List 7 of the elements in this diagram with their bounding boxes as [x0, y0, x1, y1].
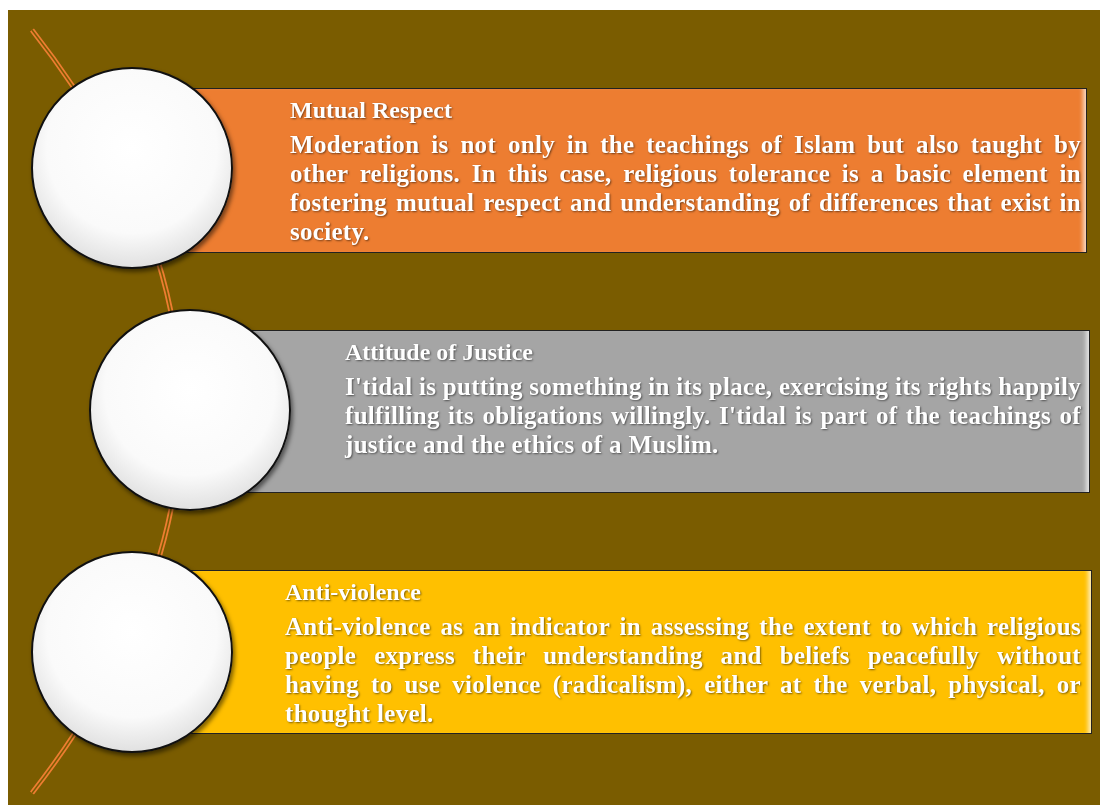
- heading: Anti-violence: [285, 578, 422, 607]
- heading: Attitude of Justice: [345, 338, 534, 367]
- description: Moderation is not only in the teachings of Islam but also taught by other religions. In this case, religious tolerance is a basic element in fostering mutual respect and understanding of differences that exist in society.: [290, 130, 1081, 246]
- description: Anti-violence as an indicator in assessing the extent to which religious people express their understanding and beliefs peacefully without having to use violence (radicalism), either at the verbal, physical, or thought level.: [285, 612, 1081, 728]
- description: I'tidal is putting something in its place, exercising its rights happily fulfilling its obligations willingly. I'tidal is part of the teachings of justice and the ethics of a Muslim.: [345, 372, 1081, 459]
- heading: Mutual Respect: [290, 96, 453, 125]
- text-banner: [190, 570, 1092, 734]
